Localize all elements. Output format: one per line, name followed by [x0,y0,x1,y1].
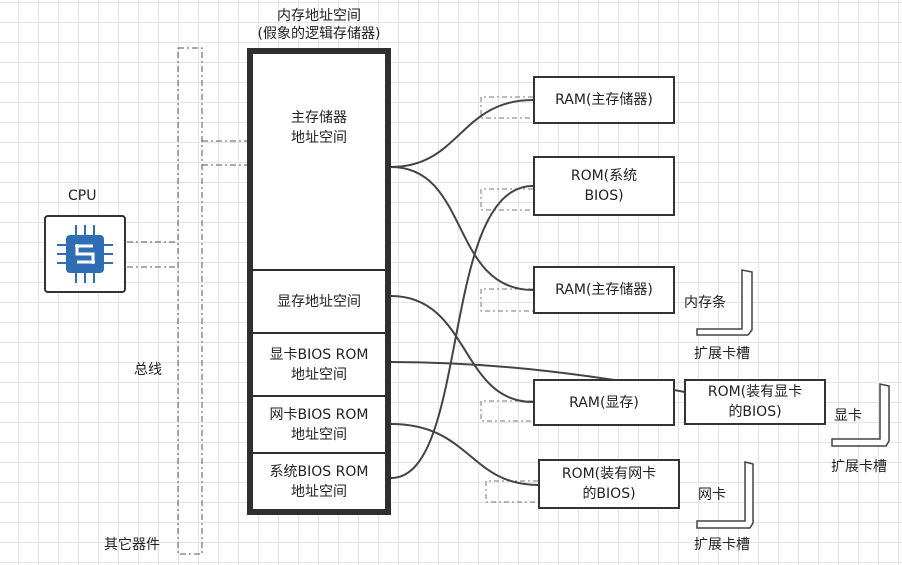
bracket-ram-vram [480,400,533,422]
memory-slot-label: 扩展卡槽 [694,346,750,362]
wire-sysbios-to-rom [390,185,534,479]
memory-stick-label: 内存条 [684,295,726,311]
segment-system-bios: 系统BIOS ROM 地址空间 [253,454,385,509]
ram-main-memory-2-label: RAM(主存储器) [555,282,653,298]
ram-main-memory-1-label: RAM(主存储器) [555,92,653,108]
bracket-rom-system [480,188,533,211]
segment-vga-bios: 显卡BIOS ROM 地址空间 [253,334,385,397]
rom-system-bios-label: ROM(系统 BIOS) [570,168,638,204]
gpu-slot-shape [831,383,890,447]
rom-vga-bios: ROM(装有显卡 的BIOS) [684,379,826,425]
ram-vram-label: RAM(显存) [569,394,639,411]
rom-nic-bios-label: ROM(装有网卡 的BIOS) [561,466,657,502]
memory-address-space: 主存储器 地址空间 显存地址空间 显卡BIOS ROM 地址空间 网卡BIOS … [247,48,391,515]
nic-slot-shape [696,461,754,529]
segment-main-memory-label: 主存储器 地址空间 [291,110,347,146]
bus-outline [177,47,203,555]
ram-main-memory-1: RAM(主存储器) [533,76,675,124]
chip-icon [57,225,113,283]
ram-main-memory-2: RAM(主存储器) [533,266,675,314]
gpu-label: 显卡 [834,408,862,424]
rom-vga-bios-label: ROM(装有显卡 的BIOS) [707,384,803,420]
bracket-ram-main-1 [480,96,533,119]
rom-system-bios: ROM(系统 BIOS) [533,156,675,216]
gpu-slot-label: 扩展卡槽 [831,459,887,475]
cpu-label: CPU [68,188,97,204]
memory-slot-shape [696,269,753,336]
memory-map-title: 内存地址空间 [277,8,361,24]
bracket-ram-main-2 [480,288,533,312]
segment-vga-bios-label: 显卡BIOS ROM 地址空间 [269,346,369,383]
nic-label: 网卡 [698,487,726,503]
wire-main-to-ram2 [390,166,534,291]
other-devices-label: 其它器件 [104,537,160,553]
cpu [44,215,126,293]
segment-nic-bios: 网卡BIOS ROM 地址空间 [253,397,385,454]
segment-system-bios-label: 系统BIOS ROM 地址空间 [269,463,369,500]
memory-map-subtitle: (假象的逻辑存储器) [257,26,381,42]
segment-nic-bios-label: 网卡BIOS ROM 地址空间 [269,406,369,443]
wire-main-to-ram1 [390,99,534,168]
ram-vram: RAM(显存) [533,379,675,426]
bus-label: 总线 [134,362,162,378]
wire-vram-to-ramvram [390,295,534,403]
nic-slot-label: 扩展卡槽 [694,537,750,553]
wire-nicbios-to-rom [390,423,539,486]
rom-nic-bios: ROM(装有网卡 的BIOS) [538,459,680,509]
segment-main-memory: 主存储器 地址空间 [253,54,385,271]
segment-vram: 显存地址空间 [253,271,385,334]
segment-vram-label: 显存地址空间 [277,293,361,310]
